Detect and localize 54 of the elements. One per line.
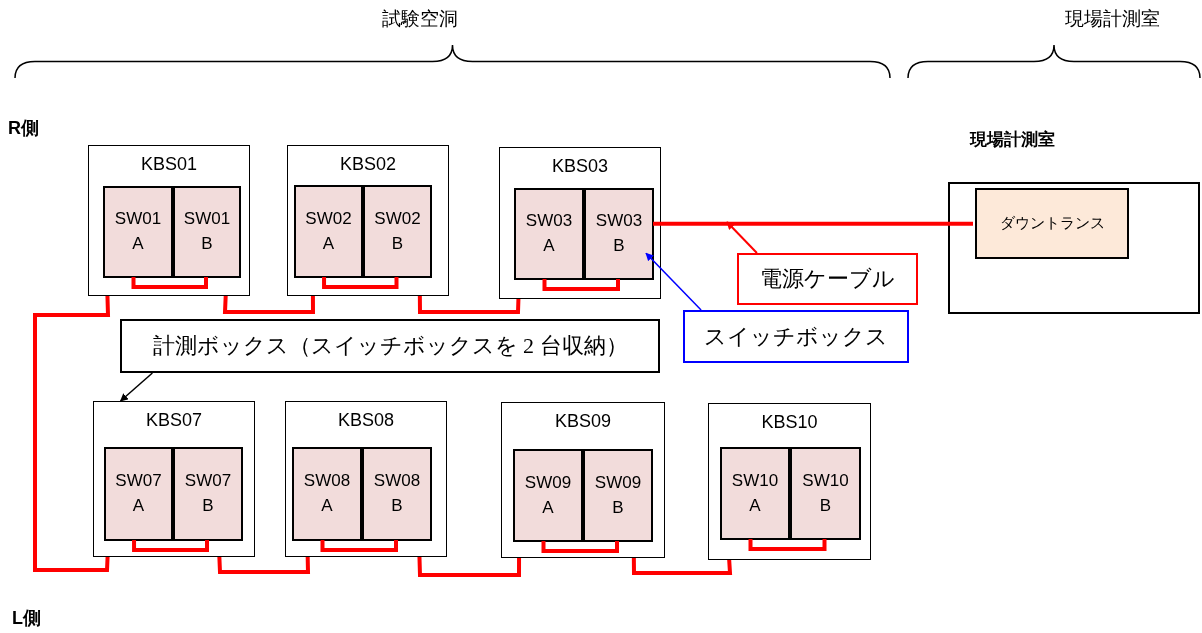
measurement-box: [287, 145, 449, 296]
cable-line: [132, 540, 209, 552]
box-label: KBS03: [550, 156, 609, 177]
side-label: L側: [12, 607, 41, 630]
transformer-box: ダウントランス: [975, 188, 1129, 259]
box-label: KBS09: [553, 411, 612, 432]
box-label: KBS08: [336, 410, 395, 431]
box-label: KBS01: [139, 154, 198, 175]
cable-line: [542, 279, 620, 291]
callout-box: スイッチボックス: [683, 310, 909, 363]
switch-box: SW10 A: [720, 447, 790, 540]
switch-box: SW08 B: [362, 447, 432, 541]
room-heading: 現場計測室: [970, 129, 1055, 151]
switch-box: SW09 A: [513, 449, 583, 542]
callout-box: 計測ボックス（スイッチボックスを 2 台収納）: [120, 319, 660, 373]
leader-arrow: [119, 372, 154, 402]
switch-box: SW02 B: [363, 185, 432, 278]
cable-line: [631, 557, 733, 575]
switch-box: SW03 A: [514, 188, 584, 280]
cable-line: [541, 541, 619, 553]
measurement-box: [93, 401, 255, 557]
measurement-box: [501, 402, 665, 558]
callout-box: 電源ケーブル: [737, 253, 918, 305]
switch-box: SW01 B: [173, 186, 241, 278]
switch-box: SW07 A: [104, 447, 173, 541]
box-label: KBS02: [338, 154, 397, 175]
cable-line: [322, 277, 399, 289]
box-label: KBS07: [144, 410, 203, 431]
cable-line: [653, 221, 973, 226]
switch-box: SW01 A: [103, 186, 173, 278]
cable-line: [222, 295, 315, 314]
area-label: 現場計測室: [1065, 7, 1160, 31]
measurement-box: [88, 145, 250, 296]
cable-line: [33, 295, 111, 572]
area-label: 試験空洞: [382, 7, 458, 31]
measurement-box: [499, 147, 661, 299]
switch-box: SW03 B: [584, 188, 654, 280]
side-label: R側: [8, 117, 39, 140]
cable-line: [417, 556, 522, 577]
switch-box: SW02 A: [294, 185, 363, 278]
cable-line: [417, 295, 521, 314]
cable-line: [748, 539, 827, 551]
measurement-box: [285, 401, 447, 557]
switch-box: SW07 B: [173, 447, 243, 541]
box-label: KBS10: [760, 412, 819, 433]
cable-line: [320, 540, 398, 552]
switch-box: SW10 B: [790, 447, 861, 540]
switch-box: SW09 B: [583, 449, 653, 542]
measurement-box: [708, 403, 871, 560]
cable-line: [217, 556, 311, 574]
cable-line: [131, 277, 208, 289]
switch-box: SW08 A: [292, 447, 362, 541]
leader-arrow: [726, 221, 758, 254]
leader-arrow: [645, 252, 702, 311]
